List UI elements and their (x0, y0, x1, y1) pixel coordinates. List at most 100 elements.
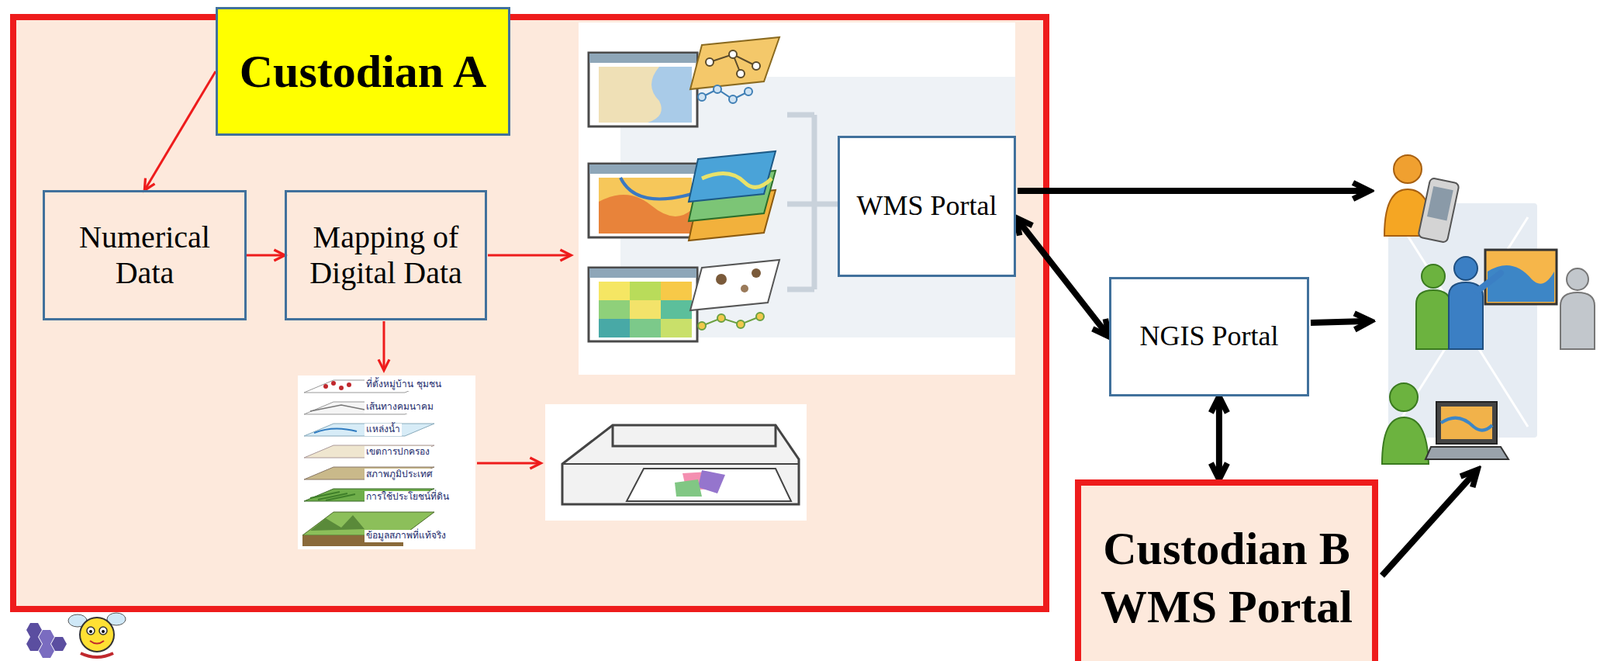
grid-cell (598, 281, 630, 301)
node-text: Custodian A (239, 44, 487, 99)
network-dot (713, 85, 722, 94)
grid-cell (660, 300, 692, 319)
map-layer (304, 423, 435, 436)
paper-sheet (626, 468, 792, 502)
network-dot (717, 314, 726, 322)
layer-contour (701, 173, 772, 188)
printer-body (562, 425, 799, 505)
bee-eye (86, 626, 95, 635)
layer-label: สภาพภูมิประเทศ (364, 468, 435, 481)
bee-eye (99, 626, 108, 635)
network-dot (729, 95, 737, 104)
village-dot (331, 380, 336, 386)
grid-cell (629, 281, 661, 301)
printer-panel (545, 404, 807, 521)
process-box: WMS Portal (837, 135, 1016, 277)
window-bar (589, 53, 697, 63)
window-bar (589, 268, 697, 278)
network-dot (698, 321, 706, 330)
layer-icon (688, 151, 776, 202)
network-dot (752, 62, 761, 70)
user-head (1393, 155, 1422, 184)
laptop-base (1425, 446, 1509, 460)
logo (26, 612, 126, 658)
logo-hex (38, 629, 55, 644)
village-dot (323, 383, 329, 389)
network-dot (736, 320, 745, 329)
phone-icon (1417, 177, 1459, 243)
logo-hex (26, 636, 42, 651)
bee-smile (89, 640, 104, 644)
logo-hex (38, 643, 55, 658)
layer-label: เขตการปกครอง (364, 445, 432, 459)
user-head (1454, 256, 1478, 280)
layer-icon (690, 259, 780, 311)
village-dot (338, 385, 344, 391)
custodian-box: Custodian A (215, 6, 511, 136)
connector-arrow (145, 71, 216, 188)
logo-hex (26, 622, 42, 637)
print-shape (698, 469, 726, 494)
custodian-region (13, 17, 1047, 609)
user-group (1416, 249, 1595, 350)
river-line (314, 428, 357, 433)
map-zone (598, 194, 692, 234)
printer-edge (562, 463, 799, 465)
delivery-arrow (1310, 321, 1366, 323)
laptop-screen (1436, 401, 1497, 444)
network-dot (756, 312, 764, 321)
user-body (1382, 417, 1429, 464)
map-river (620, 177, 692, 200)
phone-screen (1427, 186, 1454, 222)
grid-cell (629, 318, 661, 338)
process-box: Numerical Data (42, 190, 247, 321)
connector-arrow (1216, 402, 1223, 474)
layer-icon (690, 37, 780, 90)
service-bracket (787, 114, 842, 290)
connector-arrow (246, 254, 283, 257)
window-frame (588, 267, 698, 342)
layer-label: แหล่งน้ำ (364, 423, 402, 436)
user-body (1416, 290, 1451, 350)
flow-arrow (383, 321, 386, 368)
network-lines (701, 89, 749, 100)
window-bar (589, 164, 697, 174)
field-stripes (310, 491, 356, 501)
print-shape (674, 479, 702, 497)
process-box: Mapping of Digital Data (284, 190, 488, 321)
laptop-map (1441, 406, 1493, 439)
network-dot (744, 87, 753, 96)
layer-label: ที่ตั้งหมู่บ้าน ชุมชน (364, 378, 443, 391)
bee-head (79, 617, 115, 652)
service-window (588, 259, 780, 342)
user-body (1560, 292, 1595, 350)
map-layer (304, 401, 435, 415)
network-dot (729, 50, 737, 59)
flow-arrow (476, 462, 539, 465)
grid-cell (660, 318, 692, 338)
layer-label: เส้นทางคมนาคม (364, 400, 436, 414)
bee-pupil (101, 629, 105, 633)
node-text: WMS Portal (856, 190, 997, 222)
network-dot (736, 69, 745, 78)
delivery-arrow (1382, 473, 1474, 576)
bee-stripe (80, 653, 114, 657)
layer-label: ข้อมูลสภาพที่แท้จริง (364, 529, 448, 543)
service-window (588, 37, 780, 127)
custodian-box: Custodian B WMS Portal (1074, 479, 1379, 661)
map-layer (304, 445, 435, 458)
node-text: Mapping of Digital Data (296, 219, 476, 291)
process-box: NGIS Portal (1109, 276, 1310, 397)
user-head (1566, 268, 1589, 291)
printer-top (612, 425, 776, 446)
service-window (588, 151, 776, 241)
point-symbol (740, 284, 749, 293)
user-figure (1384, 155, 1460, 243)
grid-cell (598, 300, 630, 319)
laptop-river (1441, 418, 1493, 431)
board-map (1487, 265, 1555, 302)
logo-hex (51, 636, 67, 651)
bee-pupil (89, 629, 93, 633)
node-text: Custodian B WMS Portal (1092, 519, 1362, 636)
